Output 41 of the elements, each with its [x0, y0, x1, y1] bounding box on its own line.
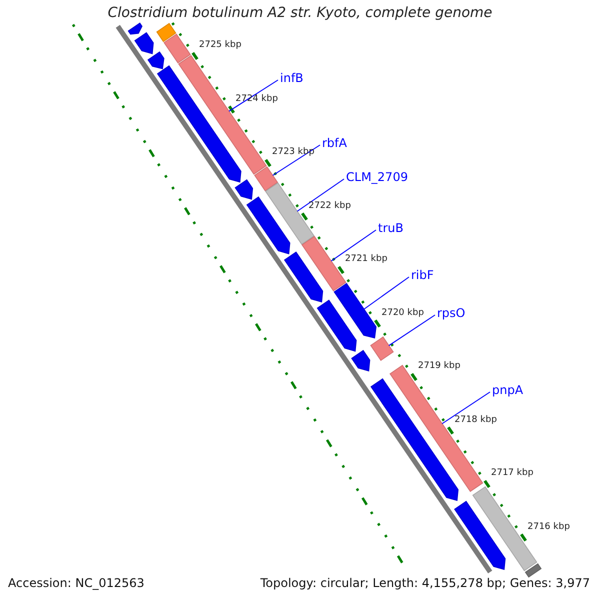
scale-label: 2718 kbp	[454, 414, 497, 426]
gene-label: infB	[280, 71, 304, 85]
gene-block	[301, 236, 346, 292]
gene-feature	[454, 500, 506, 570]
gene-feature	[234, 179, 254, 200]
leader-line	[364, 276, 410, 310]
gene-label: rpsO	[437, 306, 466, 320]
gene-label: CLM_2709	[346, 170, 408, 184]
scale-label: 2719 kbp	[418, 361, 460, 372]
gene-label: rbfA	[322, 136, 347, 150]
leader-line	[388, 314, 436, 346]
gene-feature	[334, 282, 377, 338]
gene-block	[524, 563, 542, 578]
gene-feature	[128, 22, 142, 35]
gene-block	[164, 34, 191, 64]
leader-line	[228, 80, 278, 112]
scale-label: 2716 kbp	[528, 522, 570, 532]
scale-label: 2720 kbp	[382, 308, 424, 318]
scale-label: 2721 kbp	[345, 254, 388, 265]
genome-stats-text: Topology: circular; Length: 4,155,278 bp; Genes: 3,977	[260, 575, 590, 592]
scale-label: 2722 kbp	[308, 200, 351, 212]
scale-label: 2717 kbp	[491, 468, 534, 479]
gene-label: pnpA	[492, 383, 524, 397]
gene-block	[156, 22, 176, 42]
leader-line	[272, 144, 320, 176]
leader-line	[296, 178, 344, 212]
gene-feature	[284, 251, 324, 303]
gene-feature	[351, 350, 370, 372]
gene-block	[254, 166, 278, 192]
gene-feature	[316, 300, 357, 352]
gene-feature	[147, 51, 164, 70]
gene-label: truB	[378, 221, 404, 235]
gene-block	[370, 336, 394, 361]
scale-label: 2725 kbp	[199, 40, 242, 51]
gene-feature	[246, 196, 290, 254]
accession-text: Accession: NC_012563	[8, 575, 144, 592]
leader-line	[330, 230, 376, 262]
gene-label: ribF	[411, 268, 434, 282]
leader-line	[442, 392, 490, 424]
gene-feature	[134, 32, 154, 54]
title: Clostridium botulinum A2 str. Kyoto, complete genome	[106, 4, 494, 22]
